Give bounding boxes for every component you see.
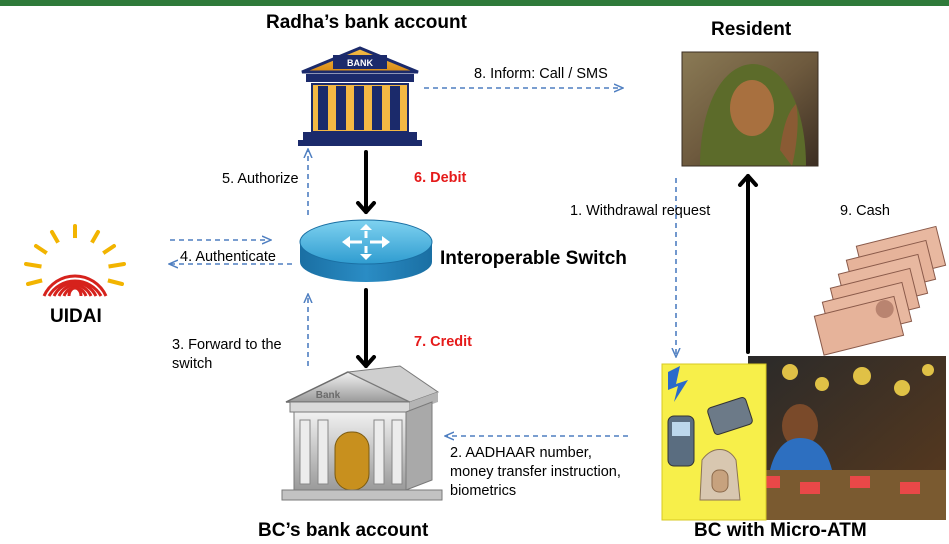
bc-bank-title: BC’s bank account xyxy=(258,520,429,541)
bank-bottom-sign: Bank xyxy=(316,390,341,401)
switch-title: Interoperable Switch xyxy=(440,248,627,269)
step-9-label: 9. Cash xyxy=(840,203,890,219)
step-1-label: 1. Withdrawal request xyxy=(570,203,711,219)
uidai-title: UIDAI xyxy=(50,306,102,327)
step-2-line-1: 2. AADHAAR number, xyxy=(450,445,592,461)
step-4-label: 4. Authenticate xyxy=(180,249,276,265)
resident-title: Resident xyxy=(711,19,792,40)
step-7-label: 7. Credit xyxy=(414,334,473,350)
step-3-line-2: switch xyxy=(172,356,213,372)
radha-bank-icon xyxy=(298,46,422,146)
switch-icon xyxy=(299,219,433,282)
step-3-line-1: 3. Forward to the xyxy=(172,337,282,353)
step-8-label: 8. Inform: Call / SMS xyxy=(474,66,608,82)
uidai-logo xyxy=(24,224,126,306)
step-3-label: 3. Forward to the switch xyxy=(172,336,282,374)
cash-icon xyxy=(813,225,947,356)
resident-photo xyxy=(681,51,819,167)
step-2-line-2: money transfer instruction, xyxy=(450,464,621,480)
bc-bank-icon xyxy=(281,365,443,501)
bank-top-sign: BANK xyxy=(347,58,373,68)
radha-bank-title: Radha’s bank account xyxy=(266,12,467,33)
bc-atm-title: BC with Micro-ATM xyxy=(694,520,867,541)
step-2-label: 2. AADHAAR number, money transfer instru… xyxy=(450,444,621,501)
top-bar xyxy=(0,0,949,6)
step-6-label: 6. Debit xyxy=(414,170,467,186)
bc-micro-atm-photo xyxy=(661,356,946,521)
step-2-line-3: biometrics xyxy=(450,483,517,499)
step-5-label: 5. Authorize xyxy=(222,171,299,187)
